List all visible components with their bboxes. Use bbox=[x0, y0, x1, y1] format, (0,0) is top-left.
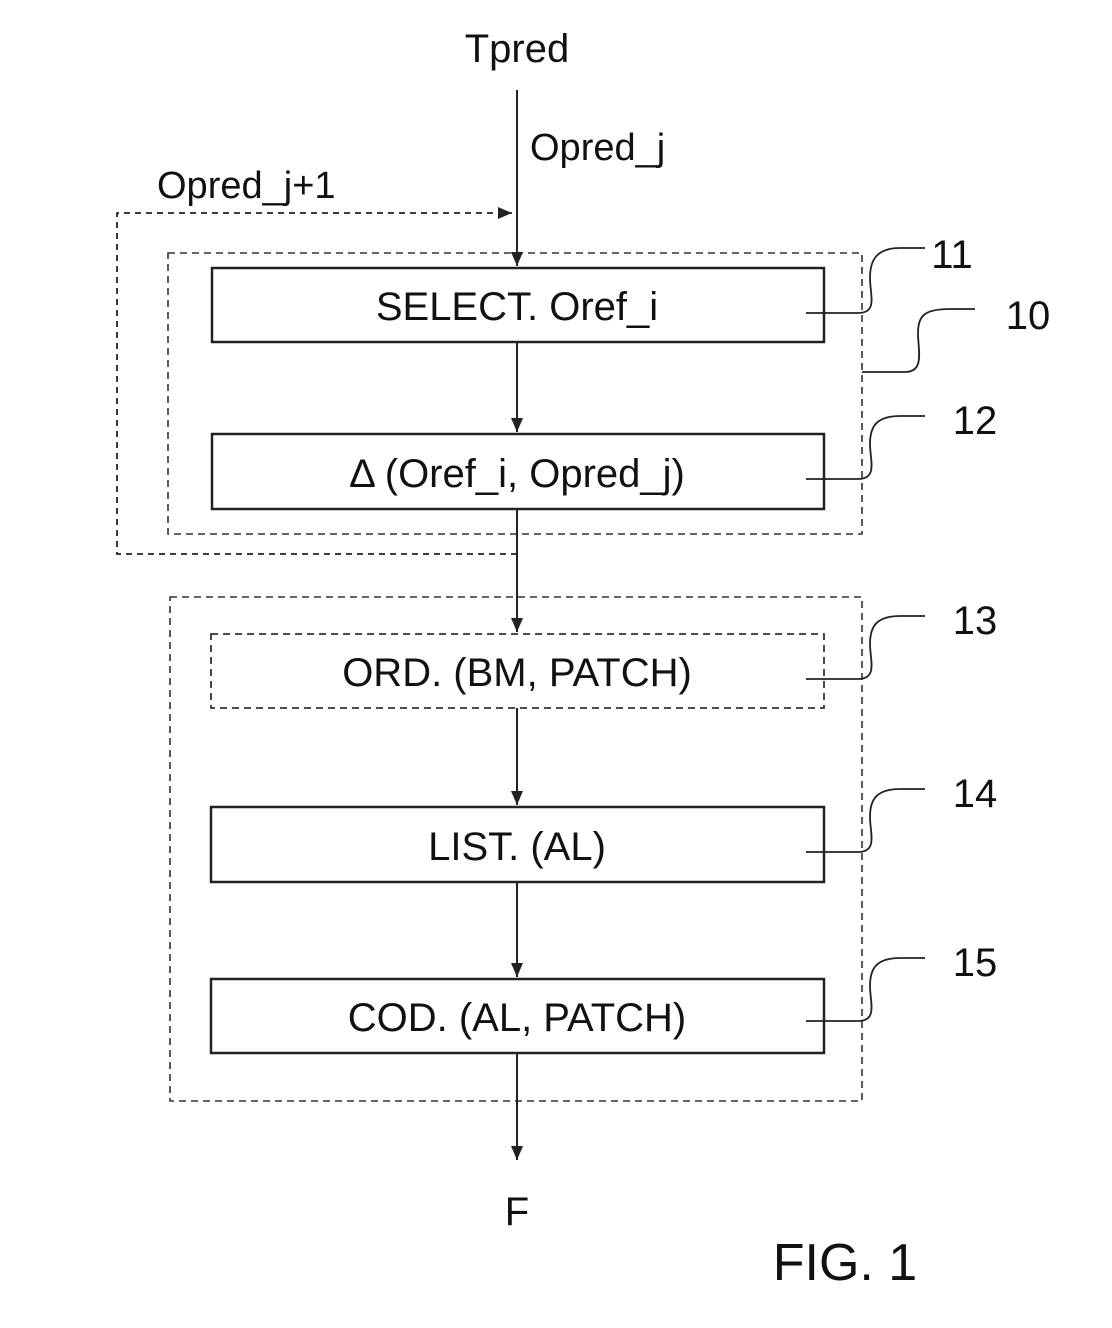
step-label-code: COD. (AL, PATCH) bbox=[348, 996, 687, 1040]
flow-label-opred-j: Opred_j bbox=[530, 127, 665, 169]
ref-number-14: 14 bbox=[953, 772, 998, 816]
ref-number-10: 10 bbox=[1006, 294, 1051, 338]
step-label-select: SELECT. Oref_i bbox=[376, 285, 658, 329]
input-label: Tpred bbox=[465, 27, 570, 71]
step-box-code bbox=[209, 977, 826, 1055]
ref-number-11: 11 bbox=[931, 233, 973, 277]
flow-label-opred-j-plus-1: Opred_j+1 bbox=[157, 165, 336, 207]
feedback-loop-path bbox=[116, 207, 517, 555]
ref-number-12: 12 bbox=[953, 399, 998, 443]
step-label-order: ORD. (BM, PATCH) bbox=[342, 651, 692, 695]
step-label-delta: Δ (Oref_i, Opred_j) bbox=[349, 452, 685, 496]
step-label-list: LIST. (AL) bbox=[428, 825, 606, 869]
step-box-order bbox=[210, 633, 825, 709]
group-box-top bbox=[167, 252, 863, 535]
figure-label: FIG. 1 bbox=[773, 1234, 917, 1292]
leader-line-14 bbox=[806, 788, 925, 853]
leader-line-10 bbox=[862, 308, 975, 373]
output-label: F bbox=[505, 1190, 529, 1234]
leader-line-15 bbox=[806, 957, 925, 1022]
ref-number-15: 15 bbox=[953, 941, 998, 985]
ref-number-13: 13 bbox=[953, 599, 998, 643]
leader-line-13 bbox=[806, 615, 925, 680]
step-box-select bbox=[210, 266, 826, 344]
leader-line-11 bbox=[806, 247, 925, 314]
leader-line-12 bbox=[806, 415, 925, 480]
